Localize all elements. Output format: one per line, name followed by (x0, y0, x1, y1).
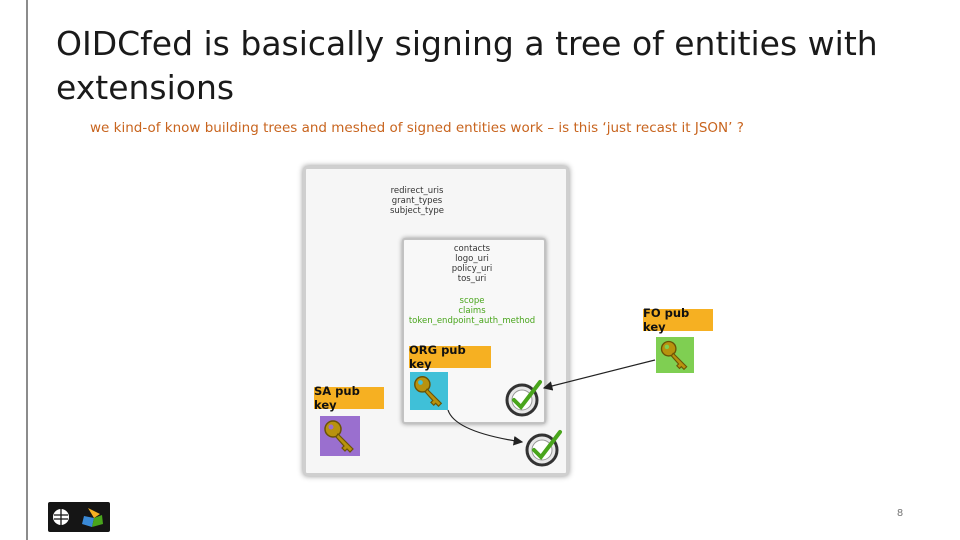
page-number: 8 (896, 508, 904, 519)
slide-subtitle: we kind-of know building trees and meshe… (90, 120, 744, 136)
org-logo (48, 502, 110, 532)
inner-scope-claims-list: scope claims token_endpoint_auth_method (404, 296, 540, 326)
sa-key-label: SA pub key (314, 384, 384, 412)
outer-claim: redirect_uris (390, 186, 444, 196)
key-icon (656, 337, 694, 373)
outer-claims-list: redirect_uris grant_types subject_type (376, 186, 458, 216)
left-rule (26, 0, 28, 540)
inner-claims-list: contacts logo_uri policy_uri tos_uri (432, 244, 512, 284)
slide-title: OIDCfed is basically signing a tree of e… (56, 24, 878, 107)
scope-claim: token_endpoint_auth_method (408, 316, 536, 326)
inner-claim: logo_uri (455, 254, 489, 264)
key-icon (410, 372, 448, 410)
inner-claim: policy_uri (451, 264, 493, 274)
outer-claim: grant_types (391, 196, 443, 206)
scope-claim: claims (458, 306, 486, 316)
inner-claim: contacts (453, 244, 491, 254)
inner-claim: tos_uri (457, 274, 487, 284)
fo-key-label: FO pub key (643, 306, 713, 334)
checkmark-badge-icon (504, 378, 544, 418)
org-key-label: ORG pub key (409, 343, 491, 371)
checkmark-badge-icon (524, 428, 564, 468)
outer-claim: subject_type (389, 206, 445, 216)
scope-claim: scope (459, 296, 485, 306)
key-icon (320, 416, 360, 456)
